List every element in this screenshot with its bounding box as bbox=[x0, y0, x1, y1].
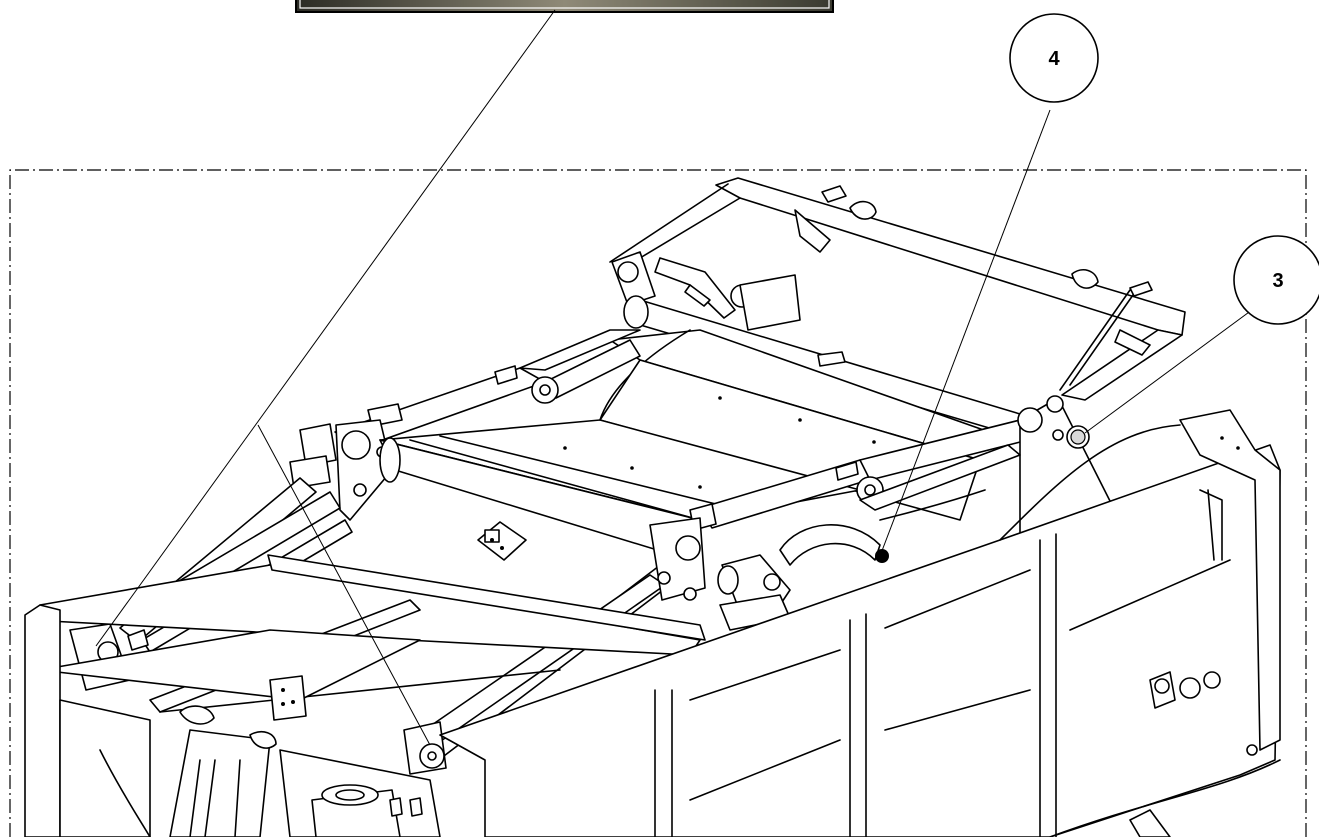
right-pivot-plate bbox=[1017, 395, 1113, 541]
machine-assembly bbox=[24, 177, 1281, 837]
middle-drum bbox=[379, 419, 861, 561]
upper-arms bbox=[334, 329, 641, 449]
right-body bbox=[439, 409, 1281, 837]
front-lower-left bbox=[24, 604, 441, 837]
rear-top-frame bbox=[609, 177, 1186, 401]
callout-3-label: 3 bbox=[1272, 270, 1283, 292]
leader-lines bbox=[95, 9, 1261, 746]
main-frame-rails bbox=[29, 554, 706, 721]
callout-4-label: 4 bbox=[1048, 48, 1060, 70]
rear-cylinder bbox=[611, 251, 801, 331]
callout-3: 3 bbox=[1233, 235, 1319, 325]
right-arms bbox=[689, 419, 1029, 531]
inset-photo-frame bbox=[295, 0, 834, 13]
callout-4: 4 bbox=[1009, 13, 1099, 103]
detail-boundary bbox=[9, 169, 1307, 837]
left-pivot-unit bbox=[289, 419, 393, 521]
front-right-pivot bbox=[859, 444, 1021, 563]
